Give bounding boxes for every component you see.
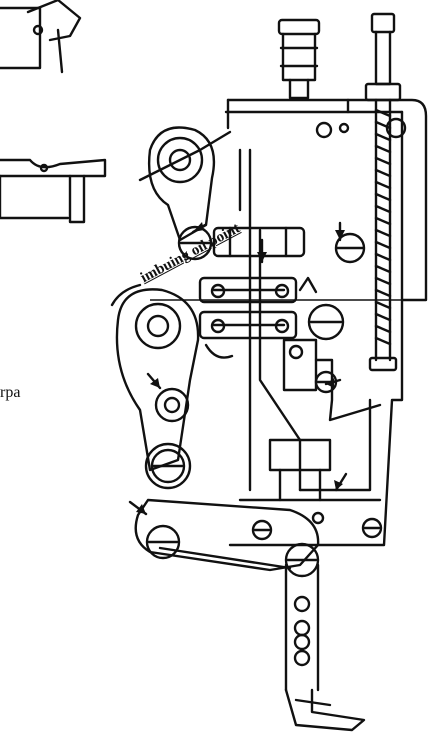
presser-foot bbox=[284, 563, 366, 732]
arrow-heads bbox=[136, 222, 345, 514]
threaded-rod bbox=[368, 98, 398, 372]
inset-detail-middle bbox=[0, 158, 107, 224]
adjust-screw-top bbox=[364, 12, 402, 102]
pressure-knob bbox=[277, 18, 321, 100]
main-frame bbox=[110, 98, 428, 547]
screw-heads bbox=[144, 225, 383, 578]
inset-detail-top bbox=[0, 0, 82, 74]
side-text-fragment: rpa bbox=[0, 384, 21, 401]
guide-bracket bbox=[268, 338, 382, 502]
upper-lever bbox=[147, 126, 216, 242]
lower-lever bbox=[115, 288, 200, 472]
